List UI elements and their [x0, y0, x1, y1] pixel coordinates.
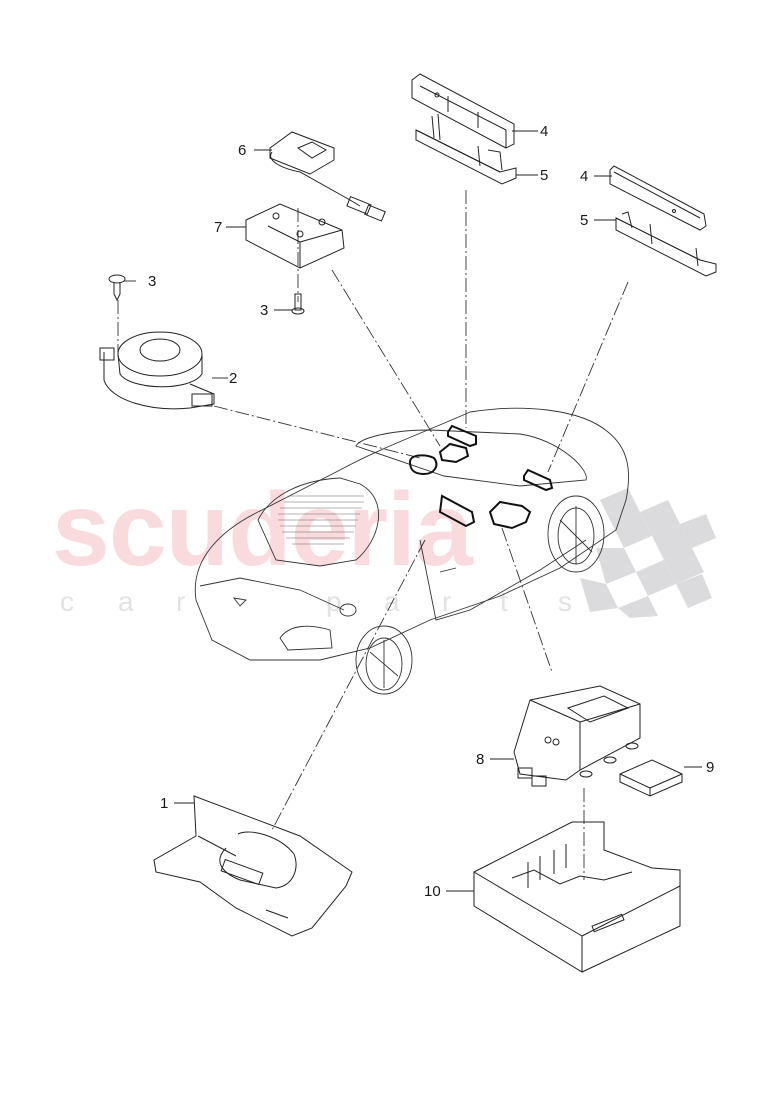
callout-4-rear: 4: [580, 168, 589, 185]
part-screw-bracket: [291, 293, 305, 315]
callout-5-center: 5: [540, 167, 549, 184]
part-foam-tray: [473, 821, 681, 973]
callout-4-center: 4: [540, 123, 549, 140]
watermark-letter: r: [176, 586, 186, 617]
callout-10: 10: [424, 883, 441, 900]
callout-6: 6: [238, 142, 247, 159]
part-antenna-bracket-center: [415, 113, 517, 185]
callout-7: 7: [214, 219, 223, 236]
watermark-letter: p: [326, 586, 342, 617]
callout-5-rear: 5: [580, 212, 589, 229]
watermark-letter: a: [118, 586, 134, 617]
watermark-letter: s: [558, 586, 572, 617]
callout-9: 9: [706, 759, 715, 776]
callout-3-speaker-screw: 3: [148, 273, 157, 290]
watermark-letter: r: [442, 586, 452, 617]
callout-3-bracket-screw: 3: [260, 302, 269, 319]
callout-8: 8: [476, 751, 485, 768]
checkered-flag-watermark: [580, 488, 716, 618]
callout-2: 2: [229, 370, 238, 387]
watermark-letter: c: [60, 586, 74, 617]
car-convertible-outline: [194, 407, 629, 695]
part-antenna-module-center: [411, 73, 515, 149]
part-pad: [619, 759, 683, 797]
watermark-letter: a: [384, 586, 400, 617]
part-antenna-module-rear: [609, 165, 707, 231]
part-control-unit-lower: [513, 685, 641, 787]
watermark-letter: t: [500, 586, 508, 617]
mounting-position-markers: [408, 424, 554, 530]
part-trim-cover: [153, 795, 353, 937]
part-screw-speaker: [108, 274, 126, 302]
callout-1: 1: [160, 795, 169, 812]
part-control-unit-with-cable: [269, 131, 386, 222]
callout-lines: [124, 130, 702, 892]
part-loudspeaker: [99, 331, 215, 410]
part-antenna-bracket-rear: [615, 211, 717, 277]
part-mounting-bracket: [245, 203, 345, 269]
leader-lines: [117, 190, 629, 880]
